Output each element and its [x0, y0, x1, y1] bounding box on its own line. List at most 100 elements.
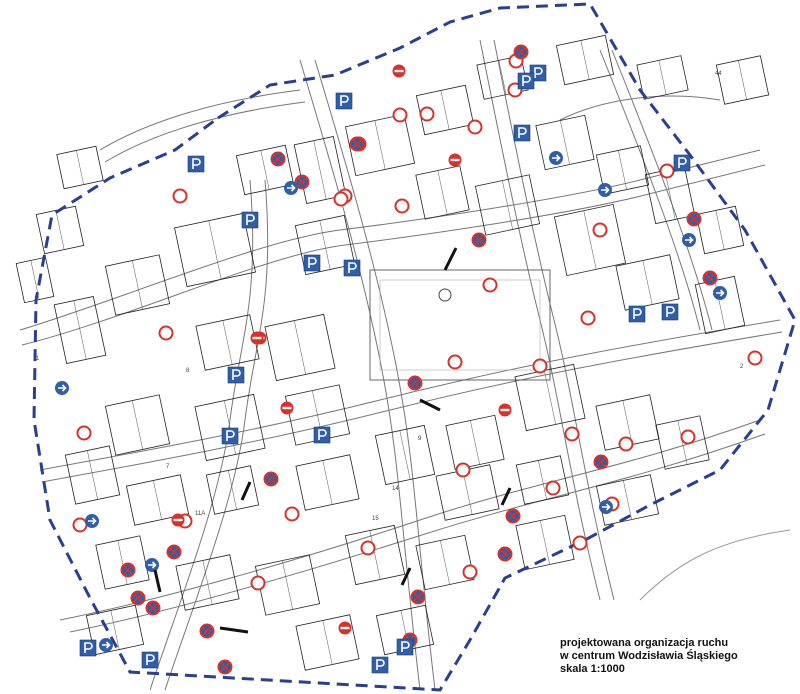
no-stopping-sign: [217, 659, 233, 675]
block-number-label: 9: [418, 436, 422, 442]
restriction-circle-sign: [158, 325, 174, 341]
restriction-circle-sign: [250, 575, 266, 591]
block-number-label: 2: [740, 364, 744, 370]
parking-sign: [335, 92, 353, 110]
parking-sign: [79, 639, 97, 657]
building-partition: [623, 480, 632, 520]
restriction-circle-sign: [360, 540, 376, 556]
building-partition: [224, 400, 236, 455]
block-number-label: 15: [372, 516, 379, 522]
building-partition: [117, 540, 128, 585]
restriction-circle-sign: [618, 436, 634, 452]
no-stopping-sign: [513, 44, 529, 60]
restriction-circle-sign: [564, 426, 580, 442]
building-partition: [222, 320, 233, 365]
block-number-label: 11A: [195, 511, 205, 517]
no-stopping-sign: [593, 454, 609, 470]
no-stopping-sign: [199, 623, 215, 639]
building-outline: [104, 254, 171, 316]
restriction-circle-sign: [455, 462, 471, 478]
no-stopping-sign: [120, 562, 136, 578]
no-stopping-sign: [130, 590, 146, 606]
parking-sign: [371, 656, 389, 674]
building-partition: [55, 210, 65, 250]
caption-title: projektowana organizacja ruchu: [560, 637, 729, 649]
building-partition: [208, 220, 222, 280]
building-partition: [110, 610, 120, 650]
direction-arrow-sign: [99, 638, 113, 652]
no-stopping-sign: [505, 508, 521, 524]
no-stopping-sign: [349, 136, 365, 152]
block-number-labels: 44 8 7 1 2 11A 15 14 9: [36, 71, 744, 522]
building-partition: [76, 150, 84, 185]
no-entry-sign: [498, 403, 512, 417]
no-stopping-sign: [294, 174, 310, 190]
building-partition: [440, 540, 450, 585]
restriction-circle-sign: [419, 106, 435, 122]
restriction-circle-sign: [545, 480, 561, 496]
parking-sign: [187, 155, 205, 173]
no-stopping-sign: [407, 375, 423, 391]
building-partition: [664, 170, 676, 220]
direction-arrow-sign: [713, 286, 727, 300]
parking-sign: [343, 259, 361, 277]
building-partition: [260, 150, 270, 190]
no-stopping-sign: [497, 546, 513, 562]
restriction-circle-sign: [333, 191, 349, 207]
parking-sign: [227, 366, 245, 384]
no-entry-sign: [448, 153, 462, 167]
block-number-label: 1: [36, 356, 40, 362]
market-square: [369, 269, 551, 381]
parking-sign: [661, 303, 679, 321]
building-partition: [538, 460, 547, 500]
restriction-circle-sign: [284, 506, 300, 522]
no-stopping-sign: [263, 471, 279, 487]
restriction-circle-sign: [462, 564, 478, 580]
building-partition: [322, 460, 333, 505]
no-stopping-sign: [686, 211, 702, 227]
building-partition: [658, 60, 667, 95]
restriction-circle-sign: [659, 163, 675, 179]
parking-sign: [221, 427, 239, 445]
restriction-circle-sign: [592, 222, 608, 238]
building-partition: [313, 140, 327, 200]
direction-arrow-sign: [599, 500, 613, 514]
restriction-circle-sign: [572, 535, 588, 551]
building-partition: [642, 260, 653, 305]
building-partition: [202, 560, 213, 605]
restriction-circle-sign: [747, 350, 763, 366]
restriction-circle-sign: [172, 188, 188, 204]
map-caption: projektowana organizacja ruchu w centrum…: [560, 637, 738, 676]
building-partition: [677, 420, 688, 465]
building-outline: [615, 254, 680, 311]
parking-sign: [396, 638, 414, 656]
building-partition: [153, 480, 162, 520]
building-partition: [132, 400, 143, 450]
parking-sign: [141, 651, 159, 669]
building-partition: [560, 120, 570, 165]
parking-sign: [673, 154, 691, 172]
restriction-circle-sign: [72, 517, 88, 533]
building-partition: [498, 60, 507, 95]
building-partition: [580, 40, 590, 80]
building-partition: [319, 220, 331, 270]
building-partition: [462, 470, 473, 515]
block-number-label: 7: [166, 464, 170, 470]
building-partition: [715, 210, 725, 250]
building-partition: [132, 260, 143, 310]
parking-sign: [513, 124, 531, 142]
traffic-signs-layer: [55, 44, 763, 675]
no-stopping-sign: [410, 589, 426, 605]
direction-arrow-sign: [55, 381, 69, 395]
building-partition: [294, 320, 306, 375]
no-entry-sign: [392, 64, 406, 78]
direction-arrow-sign: [145, 558, 159, 572]
parking-sign: [517, 72, 535, 90]
no-stopping-sign: [270, 151, 286, 167]
building-partition: [87, 450, 98, 500]
plan-boundary-line: [32, 2, 797, 692]
parking-sign: [628, 305, 646, 323]
building-partition: [374, 120, 386, 170]
no-stopping-sign: [166, 544, 182, 560]
